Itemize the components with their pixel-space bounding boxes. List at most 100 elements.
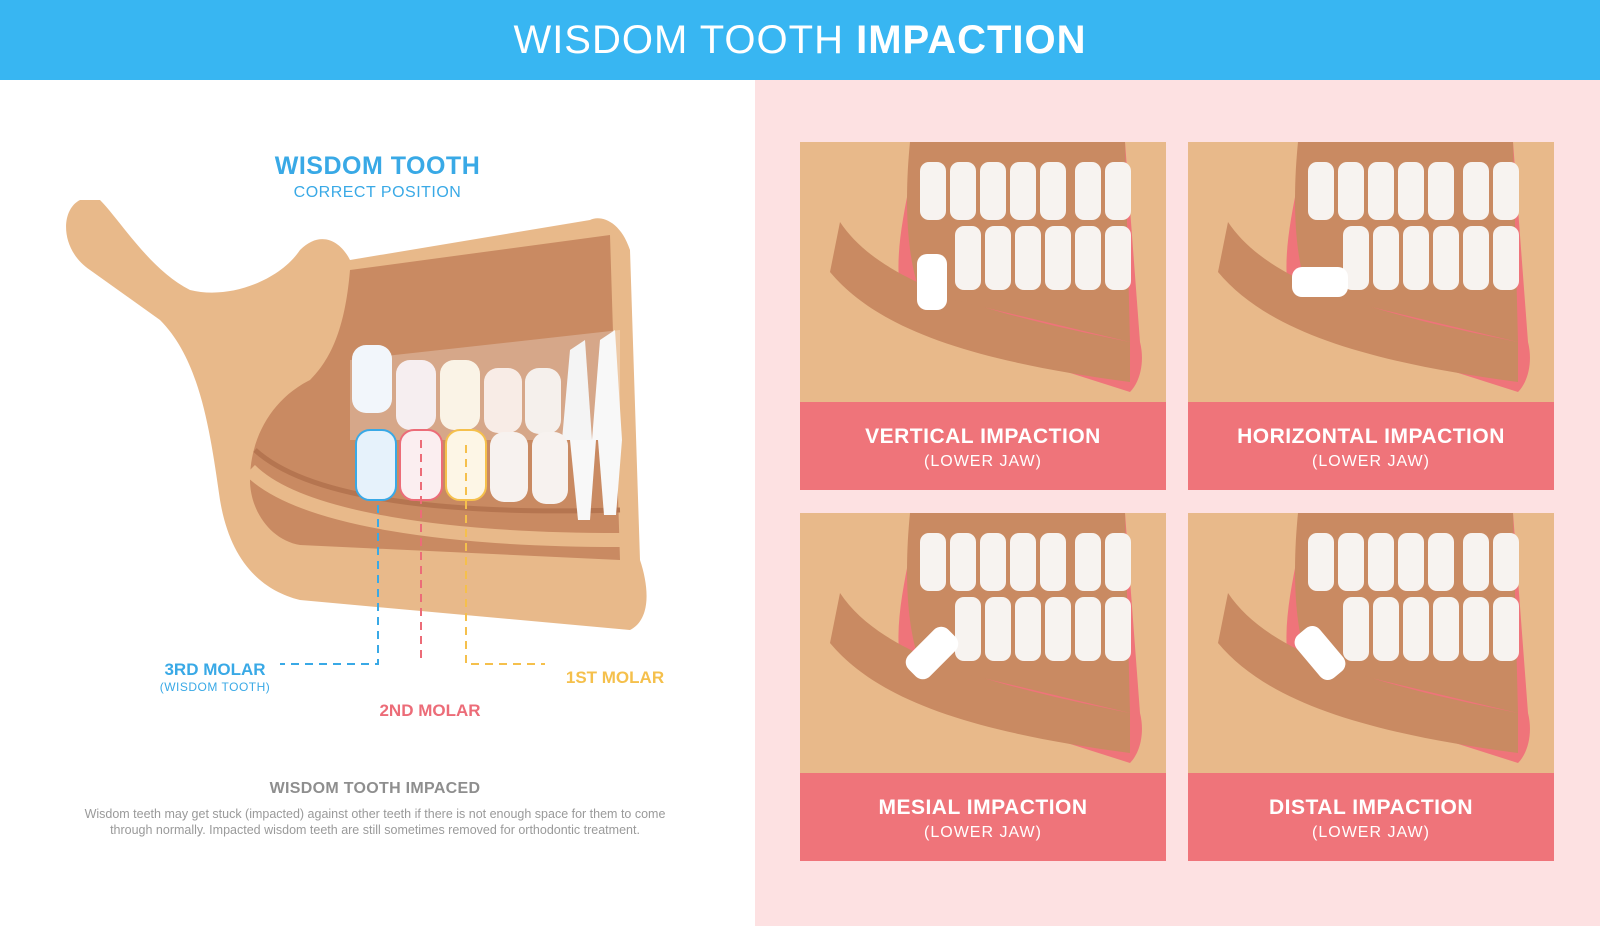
lower-tooth — [1105, 597, 1131, 661]
title-bold: IMPACTION — [856, 17, 1087, 62]
card-mesial-impaction: MESIAL IMPACTION (LOWER JAW) — [800, 513, 1166, 861]
lower-tooth — [1493, 226, 1519, 290]
lower-tooth — [985, 226, 1011, 290]
page-title: WISDOM TOOTH IMPACTION — [513, 18, 1086, 63]
lower-tooth — [985, 597, 1011, 661]
card-title: VERTICAL IMPACTION — [865, 425, 1101, 448]
wisdom-tooth-title: WISDOM TOOTH — [274, 152, 481, 180]
upper-tooth — [1493, 162, 1519, 220]
description-title: WISDOM TOOTH IMPACED — [269, 780, 481, 797]
jaw-bone — [800, 142, 1166, 402]
lower-tooth — [1463, 226, 1489, 290]
lower-tooth — [1373, 226, 1399, 290]
upper-tooth — [920, 533, 946, 591]
upper-tooth — [950, 162, 976, 220]
card-vertical-impaction: VERTICAL IMPACTION (LOWER JAW) — [800, 142, 1166, 490]
lower-tooth — [1015, 226, 1041, 290]
jaw-canal — [245, 464, 621, 547]
mesial-jaw-illustration — [800, 513, 1166, 773]
impacted-wisdom-tooth — [917, 254, 947, 310]
lower-tooth — [1493, 597, 1519, 661]
lower-tooth — [1403, 597, 1429, 661]
jaw-marrow — [1218, 593, 1518, 753]
upper-tooth — [1010, 162, 1036, 220]
lower-tooth — [1015, 597, 1041, 661]
card-subtitle: (LOWER JAW) — [924, 824, 1042, 841]
lower-tooth — [1343, 597, 1369, 661]
upper-tooth — [1398, 162, 1424, 220]
jaw-marrow — [830, 593, 1130, 753]
upper-tooth — [1463, 162, 1489, 220]
jaw-bone — [1188, 513, 1554, 773]
lower-tooth — [955, 226, 981, 290]
card-subtitle: (LOWER JAW) — [1312, 824, 1430, 841]
upper-tooth — [1428, 162, 1454, 220]
impacted-tooth-crown — [1294, 625, 1346, 681]
lower-tooth — [1373, 597, 1399, 661]
card-horizontal-impaction: HORIZONTAL IMPACTION (LOWER JAW) — [1188, 142, 1554, 490]
lower-tooth — [1343, 226, 1369, 290]
lower-tooth — [1403, 226, 1429, 290]
jaw-bone — [800, 513, 1166, 773]
upper-tooth — [1493, 533, 1519, 591]
lower-tooth — [1433, 597, 1459, 661]
card-distal-impaction: DISTAL IMPACTION (LOWER JAW) — [1188, 513, 1554, 861]
vertical-jaw-illustration — [800, 142, 1166, 402]
distal-jaw-illustration — [1188, 513, 1554, 773]
upper-tooth — [920, 162, 946, 220]
card-title: DISTAL IMPACTION — [1269, 796, 1473, 819]
label-second-molar: 2ND MOLAR — [379, 701, 481, 720]
horizontal-jaw-illustration — [1188, 142, 1554, 402]
label-third-molar-sub: (WISDOM TOOTH) — [159, 680, 271, 694]
upper-tooth — [1105, 162, 1131, 220]
upper-tooth — [1075, 533, 1101, 591]
upper-tooth — [1338, 162, 1364, 220]
impacted-tooth-crown — [917, 254, 947, 310]
jaw-marrow — [1218, 222, 1518, 382]
lower-tooth — [1045, 597, 1071, 661]
upper-tooth — [1368, 533, 1394, 591]
lower-tooth — [1075, 597, 1101, 661]
jaw-bone — [1188, 142, 1554, 402]
jaw-illustration — [66, 200, 647, 665]
upper-teeth — [352, 330, 622, 440]
upper-tooth — [1075, 162, 1101, 220]
impacted-tooth-crown — [1292, 267, 1348, 297]
upper-tooth — [1040, 533, 1066, 591]
upper-tooth — [980, 162, 1006, 220]
upper-tooth — [1308, 162, 1334, 220]
upper-tooth — [950, 533, 976, 591]
title-light: WISDOM TOOTH — [513, 17, 844, 62]
upper-tooth — [1463, 533, 1489, 591]
header-banner: WISDOM TOOTH IMPACTION — [0, 0, 1600, 80]
impacted-wisdom-tooth — [1292, 267, 1348, 297]
upper-tooth — [1428, 533, 1454, 591]
upper-tooth — [1105, 533, 1131, 591]
lower-tooth — [1463, 597, 1489, 661]
lower-tooth — [1045, 226, 1071, 290]
upper-tooth — [1368, 162, 1394, 220]
lower-tooth — [1105, 226, 1131, 290]
card-title: MESIAL IMPACTION — [878, 796, 1088, 819]
upper-tooth — [1010, 533, 1036, 591]
upper-tooth — [980, 533, 1006, 591]
description-text: Wisdom teeth may get stuck (impacted) ag… — [84, 807, 666, 837]
label-first-molar: 1ST MOLAR — [565, 668, 665, 687]
lower-tooth — [955, 597, 981, 661]
impacted-tooth-crown — [905, 626, 959, 680]
card-subtitle: (LOWER JAW) — [924, 453, 1042, 470]
jaw-marrow — [830, 222, 1130, 382]
lower-tooth — [1075, 226, 1101, 290]
upper-tooth — [1398, 533, 1424, 591]
impacted-wisdom-tooth — [1294, 625, 1346, 681]
upper-tooth — [1040, 162, 1066, 220]
label-third-molar: 3RD MOLAR — [164, 660, 266, 679]
upper-tooth — [1308, 533, 1334, 591]
card-title: HORIZONTAL IMPACTION — [1237, 425, 1505, 448]
leader-lines — [280, 440, 545, 665]
upper-tooth — [1338, 533, 1364, 591]
card-subtitle: (LOWER JAW) — [1312, 453, 1430, 470]
impacted-wisdom-tooth — [905, 626, 959, 680]
wisdom-tooth-subtitle: CORRECT POSITION — [293, 184, 462, 201]
lower-tooth — [1433, 226, 1459, 290]
